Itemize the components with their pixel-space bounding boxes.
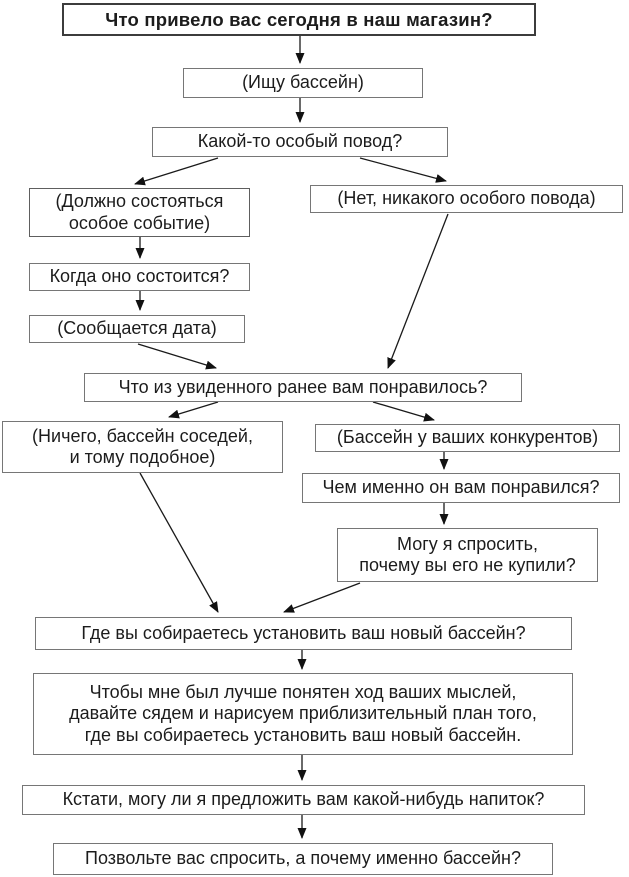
node-main-question: Что привело вас сегодня в наш магазин?: [62, 3, 536, 36]
node-answer-no-occasion: (Нет, никакого особого повода): [310, 185, 623, 213]
arrow-no-occasion-to-seen: [387, 213, 449, 369]
node-question-seen-liked: Что из увиденного ранее вам понравилось?: [84, 373, 522, 402]
arrow-seen-to-nothing: [168, 401, 219, 419]
node-question-why-pool: Позвольте вас спросить, а почему именно …: [53, 843, 553, 875]
node-question-where-install: Где вы собираетесь установить ваш новый …: [35, 617, 572, 650]
node-answer-competitors: (Бассейн у ваших конкурентов): [315, 424, 620, 452]
node-question-drink: Кстати, могу ли я предложить вам какой-н…: [22, 785, 585, 815]
node-answer-date: (Сообщается дата): [29, 315, 245, 343]
node-answer-nothing: (Ничего, бассейн соседей, и тому подобно…: [2, 421, 283, 473]
node-answer-special-event: (Должно состояться особое событие): [29, 188, 250, 237]
node-statement-draw-plan: Чтобы мне был лучше понятен ход ваших мы…: [33, 673, 573, 755]
arrow-why-not-to-where: [283, 582, 361, 613]
node-question-why-not-bought: Могу я спросить, почему вы его не купили…: [337, 528, 598, 582]
node-question-occasion: Какой-то особый повод?: [152, 127, 448, 157]
arrow-seen-to-competitors: [372, 401, 435, 422]
node-question-when: Когда оно состоится?: [29, 263, 250, 291]
arrow-date-to-seen: [137, 343, 217, 370]
node-question-what-liked: Чем именно он вам понравился?: [302, 473, 620, 503]
node-answer-pool: (Ищу бассейн): [183, 68, 423, 98]
arrow-occasion-to-event: [134, 157, 219, 186]
arrow-nothing-to-where: [139, 472, 219, 613]
arrow-occasion-to-no-occasion: [359, 157, 447, 183]
